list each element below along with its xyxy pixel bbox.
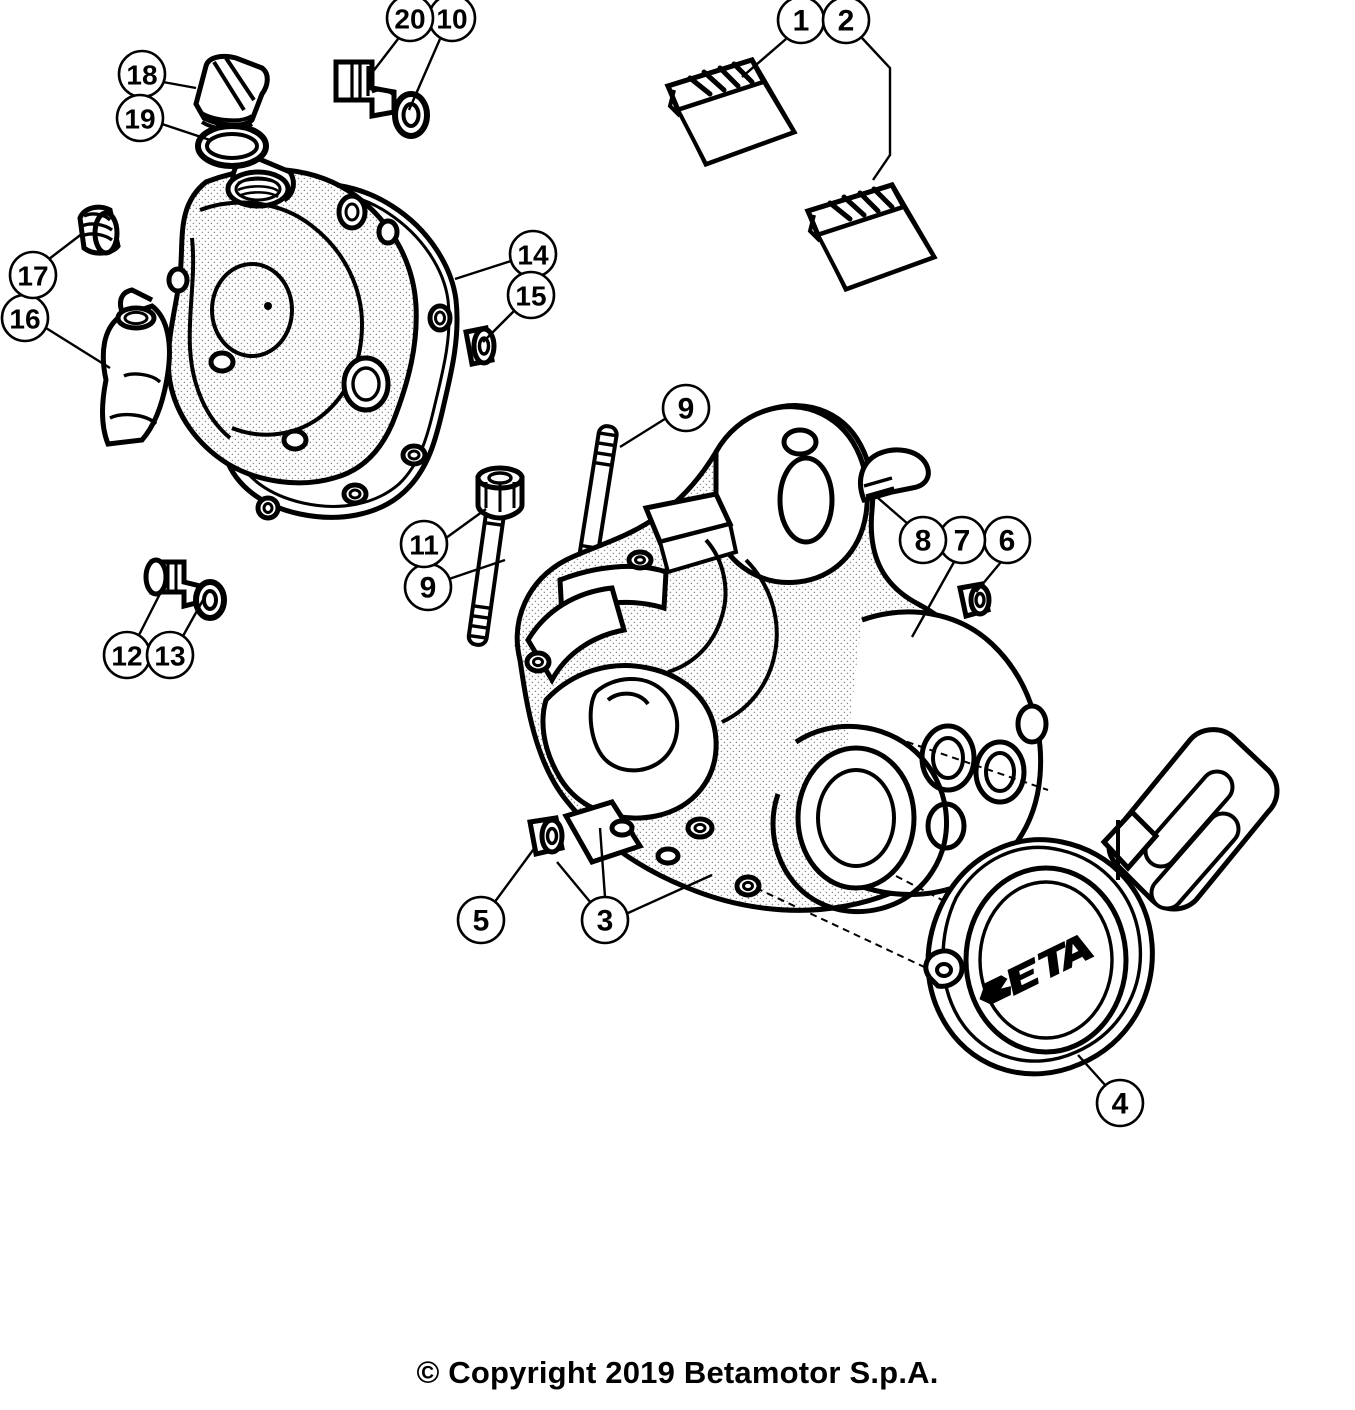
callout-number-16: 16 xyxy=(9,304,40,335)
callout-9[interactable]: 9 xyxy=(661,383,711,433)
callout-leader-9 xyxy=(448,558,506,581)
callout-number-19: 19 xyxy=(124,104,155,135)
flange-nut-part xyxy=(475,465,525,521)
callout-leader-3 xyxy=(598,827,607,898)
callout-leader-2 xyxy=(861,37,892,181)
callout-circle-9[interactable] xyxy=(661,383,711,433)
callout-leader-3 xyxy=(556,861,592,904)
callout-leader-6 xyxy=(975,561,1002,593)
callout-number-13: 13 xyxy=(154,641,185,672)
callout-leader-11 xyxy=(445,508,487,539)
callout-9b[interactable]: 9 xyxy=(403,562,453,612)
callout-3[interactable]: 3 xyxy=(580,895,630,945)
oil-drain-plug-part xyxy=(77,204,121,256)
callout-4[interactable]: 4 xyxy=(1095,1078,1145,1128)
callout-leader-20 xyxy=(367,38,399,79)
callout-5[interactable]: 5 xyxy=(456,895,506,945)
callout-number-8: 8 xyxy=(915,525,932,558)
breather-hose-fitting-part xyxy=(858,447,931,504)
callout-leader-4 xyxy=(1077,1054,1107,1087)
callout-circle-11[interactable] xyxy=(399,519,449,569)
callout-leader-18 xyxy=(162,80,197,90)
callout-number-14: 14 xyxy=(517,240,549,271)
screw-flanged-part xyxy=(143,557,203,610)
callout-number-4: 4 xyxy=(1112,1088,1129,1121)
bush-small-part xyxy=(957,581,992,620)
beta-logo-icon xyxy=(979,934,1095,1005)
callout-leader-12 xyxy=(137,577,170,636)
callout-leader-19 xyxy=(161,122,211,142)
bush-dowel-part xyxy=(463,325,497,367)
bush-spacer-part xyxy=(527,815,565,858)
callout-number-9: 9 xyxy=(420,572,437,605)
crankcase-assembly-group xyxy=(514,403,1049,981)
ignition-cover-group xyxy=(923,727,1280,1077)
callout-20[interactable]: 20 xyxy=(385,0,435,43)
callout-13[interactable]: 13 xyxy=(145,630,195,680)
callout-leader-3 xyxy=(627,873,713,915)
callout-14[interactable]: 14 xyxy=(508,229,558,279)
callout-leader-17 xyxy=(48,232,84,260)
callout-leader-16 xyxy=(45,326,111,370)
callout-circle-20[interactable] xyxy=(385,0,435,43)
sealant-sachet-upper-part xyxy=(668,60,794,164)
callout-leader-14 xyxy=(454,259,512,281)
banjo-bolt-group xyxy=(333,59,397,119)
callout-circle-3[interactable] xyxy=(580,895,630,945)
sealing-washer-part xyxy=(392,91,430,139)
callout-8[interactable]: 8 xyxy=(898,515,948,565)
callout-leader-8 xyxy=(877,497,909,525)
callout-leader-7 xyxy=(910,561,956,638)
callout-number-20: 20 xyxy=(394,4,425,35)
callout-16[interactable]: 16 xyxy=(0,293,50,343)
callout-circle-2[interactable] xyxy=(821,0,871,45)
callout-number-15: 15 xyxy=(515,281,546,312)
callout-1[interactable]: 1 xyxy=(776,0,826,45)
callout-circle-19[interactable] xyxy=(115,93,165,143)
callout-2[interactable]: 2 xyxy=(821,0,871,45)
callout-leader-13 xyxy=(181,599,205,637)
callout-number-6: 6 xyxy=(999,525,1016,558)
callout-number-3: 3 xyxy=(597,905,614,938)
callout-number-12: 12 xyxy=(111,641,142,672)
washer-part xyxy=(193,579,227,621)
callout-circle-15[interactable] xyxy=(506,270,556,320)
callout-6[interactable]: 6 xyxy=(982,515,1032,565)
callout-leader-5 xyxy=(493,845,537,904)
callout-11[interactable]: 11 xyxy=(399,519,449,569)
callout-leader-1 xyxy=(741,38,787,78)
callout-number-18: 18 xyxy=(126,60,157,91)
copyright-notice: © Copyright 2019 Betamotor S.p.A. xyxy=(416,1355,939,1390)
callout-15[interactable]: 15 xyxy=(506,270,556,320)
callout-number-10: 10 xyxy=(436,4,467,35)
callout-number-17: 17 xyxy=(17,261,48,292)
callout-12[interactable]: 12 xyxy=(102,630,152,680)
left-crankcase-cover-part xyxy=(100,153,419,486)
left-crankcase-cover-group xyxy=(77,53,460,521)
callout-number-7: 7 xyxy=(954,525,971,558)
callout-circle-8[interactable] xyxy=(898,515,948,565)
sealant-sachet-lower-part xyxy=(808,185,934,289)
callout-circle-17[interactable] xyxy=(8,250,58,300)
callout-number-5: 5 xyxy=(473,905,490,938)
callout-number-9: 9 xyxy=(678,393,695,426)
callout-10[interactable]: 10 xyxy=(427,0,477,43)
callout-leader-10 xyxy=(407,38,442,111)
callout-number-11: 11 xyxy=(409,530,439,561)
o-ring-part xyxy=(195,123,269,169)
callout-circle-13[interactable] xyxy=(145,630,195,680)
callout-circle-5[interactable] xyxy=(456,895,506,945)
callout-17[interactable]: 17 xyxy=(8,250,58,300)
callout-19[interactable]: 19 xyxy=(115,93,165,143)
callout-leader-15 xyxy=(482,310,515,343)
callout-18[interactable]: 18 xyxy=(117,49,167,99)
callout-leader-9 xyxy=(619,415,669,449)
callout-number-2: 2 xyxy=(838,5,855,38)
callout-circle-4[interactable] xyxy=(1095,1078,1145,1128)
callout-number-1: 1 xyxy=(793,5,810,38)
